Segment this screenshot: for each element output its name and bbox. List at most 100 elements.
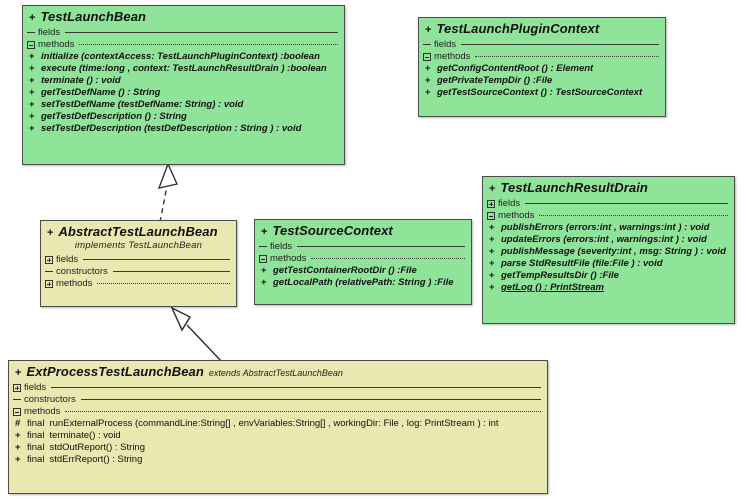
visibility-marker: +	[489, 282, 495, 293]
minus-box-icon[interactable]	[13, 407, 21, 416]
rule-divider	[297, 246, 465, 247]
method-row[interactable]: + getPrivateTempDir () :File	[419, 74, 665, 86]
method-row[interactable]: + setTestDefName (testDefName: String) :…	[23, 98, 344, 110]
methods-compartment-header[interactable]: methods	[23, 38, 344, 50]
class-header: + TestLaunchResultDrain	[483, 177, 734, 197]
method-signature: getConfigContentRoot () : Element	[437, 63, 594, 74]
visibility-marker: +	[29, 12, 36, 24]
method-row[interactable]: + setTestDefDescription (testDefDescript…	[23, 122, 344, 134]
class-box-test-source-context[interactable]: + TestSourceContext fields methods + get…	[254, 219, 472, 305]
method-signature: setTestDefDescription (testDefDescriptio…	[41, 123, 302, 134]
method-signature: getLog () : PrintStream	[501, 282, 604, 293]
plus-box-icon[interactable]	[13, 383, 21, 392]
plus-box-icon[interactable]	[45, 255, 53, 264]
minus-box-icon[interactable]	[259, 254, 267, 263]
class-box-abstract-test-launch-bean[interactable]: + AbstractTestLaunchBean implements Test…	[40, 220, 237, 307]
fields-label: fields	[38, 27, 61, 38]
rule-divider	[475, 56, 659, 57]
fields-compartment-header[interactable]: fields	[255, 240, 471, 252]
method-row[interactable]: + getLocalPath (relativePath: String ) :…	[255, 276, 471, 288]
method-row[interactable]: + execute (time:long , context: TestLaun…	[23, 62, 344, 74]
method-row[interactable]: + getTempResultsDir () :File	[483, 269, 734, 281]
minus-box-icon[interactable]	[27, 40, 35, 49]
constructors-compartment-header[interactable]: constructors	[41, 265, 236, 277]
method-row[interactable]: + getTestContainerRootDir () :File	[255, 264, 471, 276]
method-row[interactable]: + getTestDefName () : String	[23, 86, 344, 98]
constructors-label: constructors	[24, 394, 76, 405]
rule-divider	[461, 44, 659, 45]
methods-label: methods	[434, 51, 471, 62]
visibility-marker: +	[29, 63, 35, 74]
minus-box-icon[interactable]	[487, 211, 495, 220]
minus-box-icon[interactable]	[423, 52, 431, 61]
visibility-marker: +	[489, 234, 495, 245]
method-row[interactable]: + final terminate() : void	[9, 429, 547, 441]
method-signature: getTempResultsDir () :File	[501, 270, 619, 281]
class-stereotype: implements TestLaunchBean	[74, 240, 203, 251]
method-row[interactable]: + publishErrors (errors:int , warnings:i…	[483, 221, 734, 233]
constructors-compartment-header[interactable]: constructors	[9, 393, 547, 405]
visibility-marker: #	[15, 418, 21, 429]
method-row[interactable]: + initialize (contextAccess: TestLaunchP…	[23, 50, 344, 62]
visibility-marker: +	[29, 123, 35, 134]
rule-divider	[97, 283, 230, 284]
method-row[interactable]: + updateErrors (errors:int , warnings:in…	[483, 233, 734, 245]
method-signature: terminate() : void	[49, 430, 121, 441]
class-box-test-launch-bean[interactable]: + TestLaunchBean fields methods + initia…	[22, 5, 345, 165]
method-row[interactable]: + publishMessage (severity:int , msg: St…	[483, 245, 734, 257]
visibility-marker: +	[15, 442, 21, 453]
dash-icon	[27, 29, 35, 37]
method-signature: stdOutReport() : String	[49, 442, 145, 453]
visibility-marker: +	[29, 111, 35, 122]
class-box-test-launch-plugin-context[interactable]: + TestLaunchPluginContext fields methods…	[418, 17, 666, 117]
method-signature: initialize (contextAccess: TestLaunchPlu…	[41, 51, 320, 62]
rule-divider	[80, 399, 541, 400]
method-row[interactable]: + terminate () : void	[23, 74, 344, 86]
method-row[interactable]: + getTestSourceContext () : TestSourceCo…	[419, 86, 665, 98]
methods-compartment-header[interactable]: methods	[483, 209, 734, 221]
class-box-ext-process-test-launch-bean[interactable]: + ExtProcessTestLaunchBean extends Abstr…	[8, 360, 548, 494]
method-modifier: final	[27, 454, 45, 465]
rule-divider	[112, 271, 230, 272]
method-row[interactable]: + parse StdResultFile (file:File ) : voi…	[483, 257, 734, 269]
method-signature: runExternalProcess (commandLine:String[]…	[49, 418, 499, 429]
rule-divider	[311, 258, 465, 259]
method-row[interactable]: + getConfigContentRoot () : Element	[419, 62, 665, 74]
method-signature: setTestDefName (testDefName: String) : v…	[41, 99, 244, 110]
class-title: TestLaunchBean	[40, 9, 147, 24]
methods-label: methods	[270, 253, 307, 264]
method-row[interactable]: + getTestDefDescription () : String	[23, 110, 344, 122]
class-box-test-launch-result-drain[interactable]: + TestLaunchResultDrain fields methods +…	[482, 176, 735, 324]
fields-compartment-header[interactable]: fields	[483, 197, 734, 209]
rule-divider	[51, 387, 541, 388]
method-modifier: final	[27, 418, 45, 429]
class-title: ExtProcessTestLaunchBean	[26, 364, 204, 379]
rule-divider	[525, 203, 728, 204]
visibility-marker: +	[425, 24, 432, 36]
fields-compartment-header[interactable]: fields	[41, 253, 236, 265]
method-row[interactable]: + final stdErrReport() : String	[9, 453, 547, 465]
method-row[interactable]: # final runExternalProcess (commandLine:…	[9, 417, 547, 429]
methods-compartment-header[interactable]: methods	[419, 50, 665, 62]
plus-box-icon[interactable]	[487, 199, 495, 208]
visibility-marker: +	[425, 63, 431, 74]
class-title: TestLaunchResultDrain	[500, 180, 648, 195]
methods-compartment-header[interactable]: methods	[255, 252, 471, 264]
method-row[interactable]: + getLog () : PrintStream	[483, 281, 734, 293]
method-signature: publishErrors (errors:int , warnings:int…	[501, 222, 710, 233]
methods-compartment-header[interactable]: methods	[9, 405, 547, 417]
methods-compartment-header[interactable]: methods	[41, 277, 236, 289]
fields-compartment-header[interactable]: fields	[9, 381, 547, 393]
fields-compartment-header[interactable]: fields	[23, 26, 344, 38]
rule-divider	[79, 44, 338, 45]
fields-compartment-header[interactable]: fields	[419, 38, 665, 50]
method-signature: getTestContainerRootDir () :File	[273, 265, 417, 276]
class-header: + AbstractTestLaunchBean implements Test…	[41, 221, 236, 253]
fields-label: fields	[24, 382, 47, 393]
visibility-marker: +	[15, 430, 21, 441]
method-row[interactable]: + final stdOutReport() : String	[9, 441, 547, 453]
rule-divider	[83, 259, 230, 260]
dash-icon	[259, 243, 267, 251]
plus-box-icon[interactable]	[45, 279, 53, 288]
